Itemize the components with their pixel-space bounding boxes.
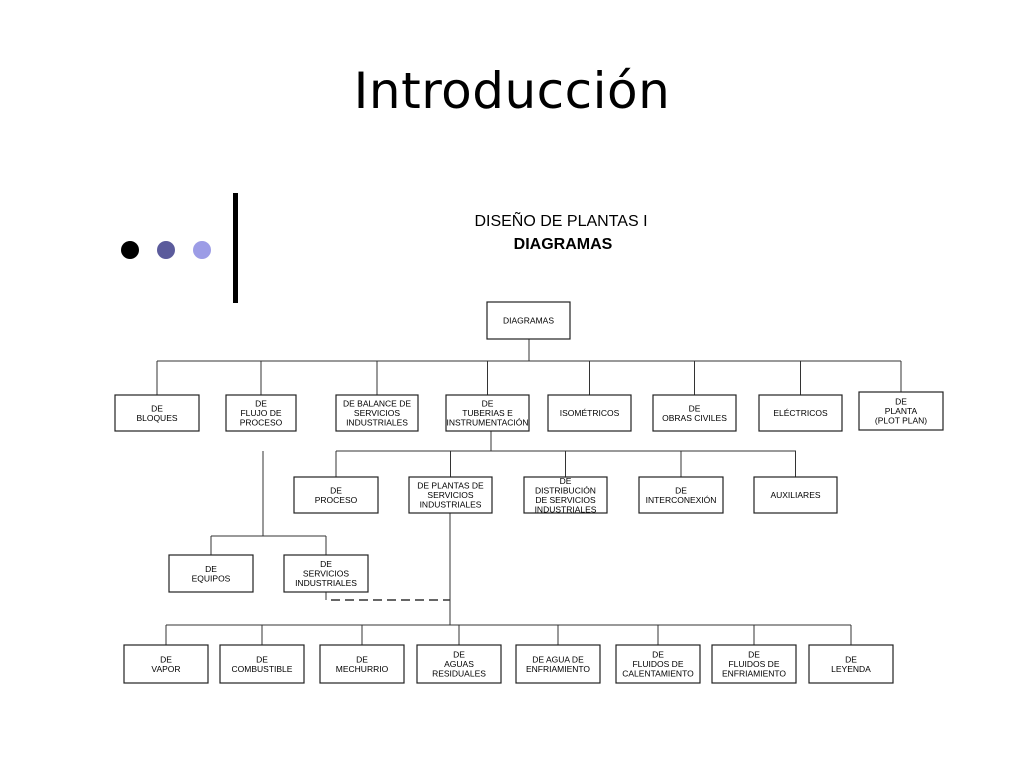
box-label-line: AUXILIARES: [770, 490, 820, 500]
box-label-line: SERVICIOS: [427, 490, 473, 500]
diagram-heading-line2: DIAGRAMAS: [514, 236, 613, 253]
box-label-line: ELÉCTRICOS: [773, 408, 828, 418]
box-label-line: DIAGRAMAS: [503, 316, 554, 326]
box-root: DIAGRAMAS: [486, 301, 571, 340]
box-label-line: DE: [205, 564, 217, 574]
box-label-line: DE: [560, 476, 572, 486]
box-label-line: INSTRUMENTACIÓN: [446, 418, 528, 428]
box-label-line: DE: [255, 399, 267, 409]
connector-lines: [156, 339, 902, 645]
box-label-line: ENFRIAMIENTO: [526, 664, 590, 674]
box-label-line: SERVICIOS: [303, 569, 349, 579]
box-label-line: DE BALANCE DE: [343, 399, 411, 409]
box-label-line: DE: [652, 650, 664, 660]
box-label-line: DE: [895, 397, 907, 407]
box-label-line: VAPOR: [151, 664, 180, 674]
divider-bar: [233, 193, 238, 303]
box-label-line: PROCESO: [315, 495, 358, 505]
box-label-line: DE PLANTAS DE: [417, 481, 484, 491]
box-label-line: EQUIPOS: [192, 573, 231, 583]
box-label-line: DE: [748, 650, 760, 660]
box-label-line: DE: [675, 485, 687, 495]
box-label-line: ENFRIAMIENTO: [722, 669, 786, 679]
box-label-line: DE SERVICIOS: [535, 495, 596, 505]
box-label-line: AGUAS: [444, 659, 474, 669]
box-label-line: (PLOT PLAN): [875, 416, 927, 426]
box-label-line: INDUSTRIALES: [535, 504, 597, 514]
box-label-line: FLUIDOS DE: [632, 659, 683, 669]
box-level1-6: ELÉCTRICOS: [758, 394, 843, 432]
box-label-line: PLANTA: [885, 406, 918, 416]
box-label-line: OBRAS CIVILES: [662, 413, 727, 423]
box-label-line: DISTRIBUCIÓN: [535, 485, 596, 495]
box-label-line: DE: [356, 654, 368, 664]
box-label-line: INDUSTRIALES: [420, 500, 482, 510]
box-label-line: DE: [320, 559, 332, 569]
box-label-line: RESIDUALES: [432, 669, 486, 679]
box-label-line: DE: [453, 650, 465, 660]
box-label-line: TUBERIAS E: [462, 408, 513, 418]
box-label-line: PROCESO: [240, 418, 283, 428]
bullet-dot-dark-blue: [157, 241, 175, 259]
box-label-line: DE: [160, 654, 172, 664]
box-label-line: ISOMÉTRICOS: [560, 408, 620, 418]
bullet-dot-light-blue: [193, 241, 211, 259]
box-label-line: LEYENDA: [831, 664, 871, 674]
slide-title: Introducción: [353, 62, 671, 120]
diagram-heading-line1: DISEÑO DE PLANTAS I: [474, 210, 647, 230]
box-label-line: DE: [482, 399, 494, 409]
box-label-line: DE: [845, 654, 857, 664]
box-level2-4: AUXILIARES: [753, 476, 838, 514]
box-label-line: CALENTAMIENTO: [622, 669, 694, 679]
box-label-line: MECHURRIO: [336, 664, 389, 674]
box-label-line: INDUSTRIALES: [346, 418, 408, 428]
box-level1-4: ISOMÉTRICOS: [547, 394, 632, 432]
box-label-line: FLUJO DE: [240, 408, 281, 418]
box-label-line: SERVICIOS: [354, 408, 400, 418]
box-label-line: INDUSTRIALES: [295, 578, 357, 588]
box-label-line: COMBUSTIBLE: [232, 664, 293, 674]
bullet-dot-black: [121, 241, 139, 259]
box-label-line: DE: [256, 654, 268, 664]
box-label-line: FLUIDOS DE: [728, 659, 779, 669]
box-label-line: BLOQUES: [136, 413, 177, 423]
box-label-line: DE: [151, 403, 163, 413]
box-label-line: DE: [689, 403, 701, 413]
box-label-line: DE: [330, 485, 342, 495]
box-label-line: INTERCONEXIÓN: [646, 495, 717, 505]
box-label-line: DE AGUA DE: [532, 654, 584, 664]
